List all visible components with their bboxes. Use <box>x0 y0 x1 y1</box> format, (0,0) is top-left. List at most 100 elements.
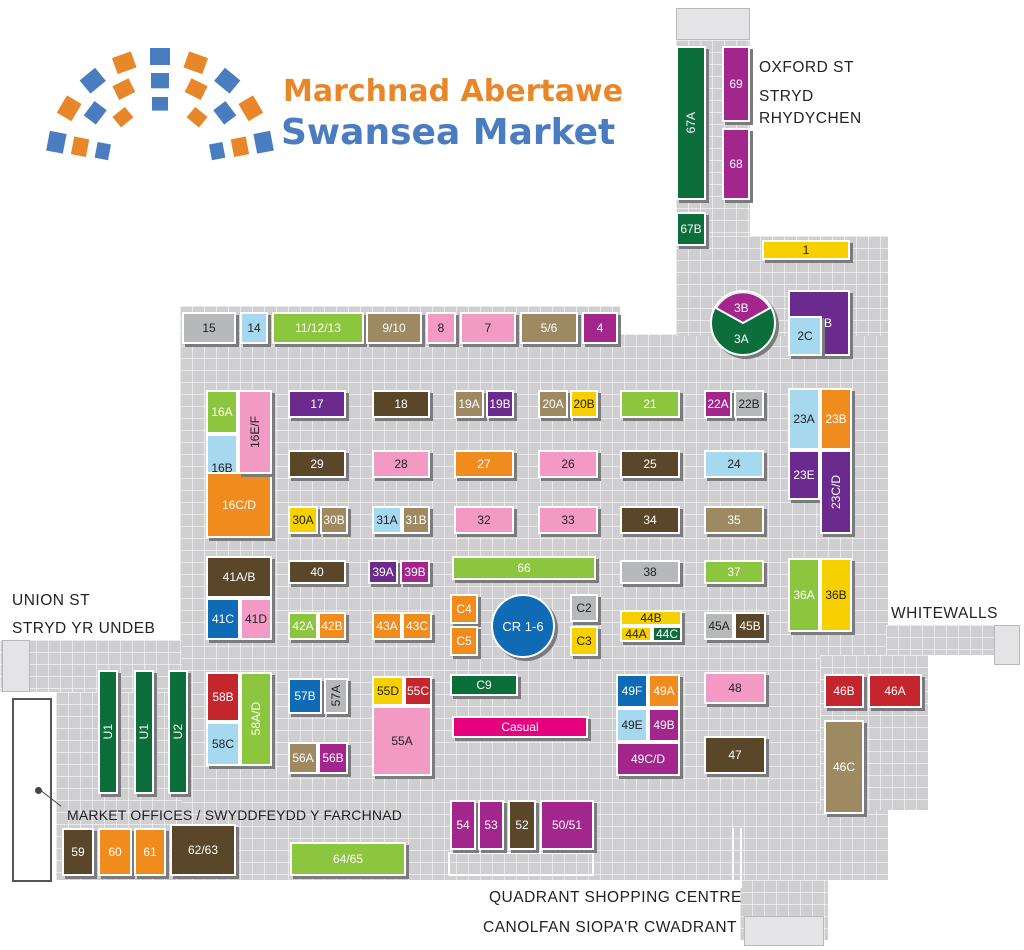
stall-u1b[interactable]: U1 <box>134 670 154 794</box>
stall-49b[interactable]: 49B <box>648 708 680 742</box>
stall-30b[interactable]: 30B <box>320 506 348 534</box>
stall-53[interactable]: 53 <box>478 800 504 850</box>
stall-38[interactable]: 38 <box>620 560 680 584</box>
stall-68[interactable]: 68 <box>722 128 750 200</box>
stall-56b[interactable]: 56B <box>318 742 348 774</box>
stall-66[interactable]: 66 <box>452 556 596 580</box>
stall-35[interactable]: 35 <box>704 506 764 534</box>
stall-46b[interactable]: 46B <box>824 674 864 708</box>
stall-15[interactable]: 15 <box>182 312 236 344</box>
stall-41c[interactable]: 41C <box>206 598 240 640</box>
stall-7[interactable]: 7 <box>460 312 516 344</box>
stall-55d[interactable]: 55D <box>372 676 404 706</box>
stall-55c[interactable]: 55C <box>404 676 432 706</box>
stall-34[interactable]: 34 <box>620 506 680 534</box>
stall-23a[interactable]: 23A <box>788 388 820 450</box>
stall-64-65[interactable]: 64/65 <box>290 842 406 876</box>
stall-49c-d[interactable]: 49C/D <box>616 742 680 776</box>
stall-58c[interactable]: 58C <box>206 722 240 766</box>
stall-22b[interactable]: 22B <box>734 390 764 418</box>
stall-u2[interactable]: U2 <box>168 670 188 794</box>
stall-50-51[interactable]: 50/51 <box>540 800 594 850</box>
stall-56a[interactable]: 56A <box>288 742 318 774</box>
stall-58b[interactable]: 58B <box>206 672 240 722</box>
stall-16a[interactable]: 16A <box>206 390 238 434</box>
stall-5-6[interactable]: 5/6 <box>520 312 578 344</box>
stall-58a-d[interactable]: 58A/D <box>240 672 272 766</box>
stall-41a-b[interactable]: 41A/B <box>206 556 272 598</box>
stall-57b[interactable]: 57B <box>288 678 322 714</box>
stall-60[interactable]: 60 <box>98 828 132 876</box>
stall-44a[interactable]: 44A <box>620 626 652 642</box>
stall-27[interactable]: 27 <box>454 450 514 478</box>
stall-36b[interactable]: 36B <box>820 558 852 632</box>
stall-69[interactable]: 69 <box>722 46 750 122</box>
stall-c4[interactable]: C4 <box>450 594 478 624</box>
stall-9-10[interactable]: 9/10 <box>366 312 422 344</box>
stall-28[interactable]: 28 <box>372 450 430 478</box>
stall-30a[interactable]: 30A <box>288 506 318 534</box>
stall-59[interactable]: 59 <box>62 828 94 876</box>
stall-47[interactable]: 47 <box>704 736 766 774</box>
stall-49e[interactable]: 49E <box>616 708 648 742</box>
stall-49f[interactable]: 49F <box>616 674 648 708</box>
stall-casual[interactable]: Casual <box>452 716 588 738</box>
stall-23c-d[interactable]: 23C/D <box>820 450 852 534</box>
stall-u1[interactable]: U1 <box>98 670 118 794</box>
stall-45a[interactable]: 45A <box>704 612 734 640</box>
stall-17[interactable]: 17 <box>288 390 346 418</box>
stall-37[interactable]: 37 <box>704 560 764 584</box>
stall-67b[interactable]: 67B <box>676 212 706 246</box>
stall-c2[interactable]: C2 <box>570 594 598 622</box>
stall-55a[interactable]: 55A <box>372 706 432 776</box>
stall-62-63[interactable]: 62/63 <box>170 824 236 876</box>
stall-52[interactable]: 52 <box>508 800 536 850</box>
stall-42b[interactable]: 42B <box>318 612 346 640</box>
stall-39b[interactable]: 39B <box>400 560 430 584</box>
stall-24[interactable]: 24 <box>704 450 764 478</box>
stall-61[interactable]: 61 <box>134 828 166 876</box>
stall-32[interactable]: 32 <box>454 506 514 534</box>
stall-19a[interactable]: 19A <box>454 390 484 418</box>
stall-49a[interactable]: 49A <box>648 674 680 708</box>
stall-1[interactable]: 1 <box>762 240 850 260</box>
stall-46c[interactable]: 46C <box>824 720 864 814</box>
stall-42a[interactable]: 42A <box>288 612 318 640</box>
stall-40[interactable]: 40 <box>288 560 346 584</box>
stall-26[interactable]: 26 <box>538 450 598 478</box>
stall-44b[interactable]: 44B <box>620 610 682 626</box>
stall-46a[interactable]: 46A <box>868 674 922 708</box>
stall-67a[interactable]: 67A <box>676 46 706 200</box>
stall-16e-f[interactable]: 16E/F <box>238 390 272 474</box>
stall-19b[interactable]: 19B <box>486 390 514 418</box>
stall-2c[interactable]: 2C <box>788 316 822 356</box>
stall-22a[interactable]: 22A <box>704 390 732 418</box>
stall-44c[interactable]: 44C <box>652 626 682 642</box>
stall-54[interactable]: 54 <box>450 800 476 850</box>
stall-20a[interactable]: 20A <box>538 390 568 418</box>
stall-33[interactable]: 33 <box>538 506 598 534</box>
stall-cr-1-6[interactable]: CR 1-6 <box>491 594 555 658</box>
stall-43c[interactable]: 43C <box>402 612 432 640</box>
stall-25[interactable]: 25 <box>620 450 680 478</box>
stall-8[interactable]: 8 <box>426 312 456 344</box>
stall-23e[interactable]: 23E <box>788 450 820 500</box>
stall-c3[interactable]: C3 <box>570 626 598 656</box>
stall-31b[interactable]: 31B <box>402 506 430 534</box>
stall-20b[interactable]: 20B <box>570 390 598 418</box>
stall-41d[interactable]: 41D <box>240 598 272 640</box>
stall-c9[interactable]: C9 <box>450 674 518 696</box>
stall-39a[interactable]: 39A <box>368 560 398 584</box>
stall-48[interactable]: 48 <box>704 672 766 704</box>
stall-21[interactable]: 21 <box>620 390 680 418</box>
stall-11-12-13[interactable]: 11/12/13 <box>272 312 364 344</box>
stall-36a[interactable]: 36A <box>788 558 820 632</box>
stall-43a[interactable]: 43A <box>372 612 402 640</box>
stall-4[interactable]: 4 <box>582 312 618 344</box>
stall-45b[interactable]: 45B <box>734 612 766 640</box>
stall-3[interactable]: 3B 3A <box>710 290 776 356</box>
stall-57a[interactable]: 57A <box>324 678 348 714</box>
stall-14[interactable]: 14 <box>240 312 268 344</box>
stall-29[interactable]: 29 <box>288 450 346 478</box>
stall-23b[interactable]: 23B <box>820 388 852 450</box>
